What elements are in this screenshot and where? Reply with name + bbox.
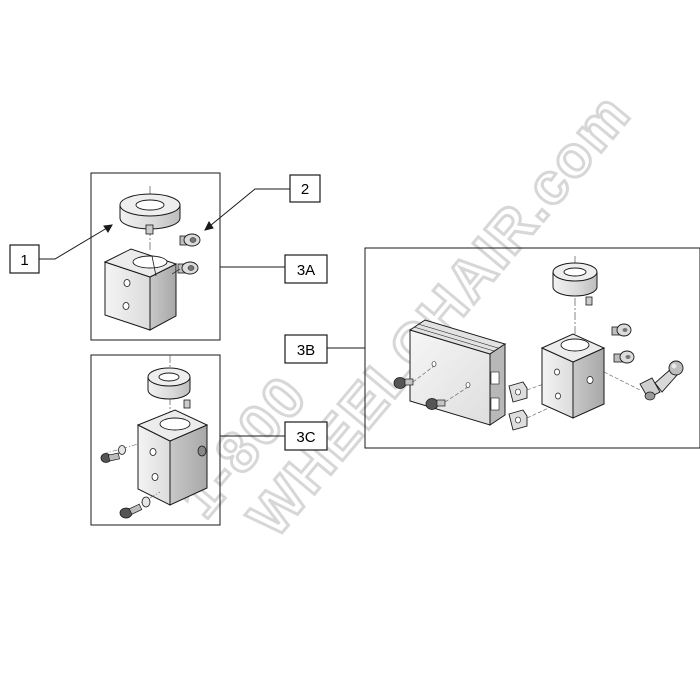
callout-2: 2: [289, 174, 321, 203]
set-screw-upper: [611, 323, 632, 337]
callout-3b-label: 3B: [297, 342, 315, 359]
clamp-lever: [603, 360, 684, 401]
leader-lines: [39, 188, 365, 437]
callout-3a: 3A: [284, 254, 328, 284]
clip-lower: [508, 404, 556, 431]
plate-screw-lower: [425, 386, 469, 410]
mount-block: [103, 248, 178, 331]
mount-block: [540, 333, 606, 419]
plate-screw-upper: [393, 365, 435, 389]
callout-1: 1: [9, 244, 40, 274]
watermark: 1-800 WHEELCHAIR.com: [164, 80, 644, 551]
shaft-collar: [552, 262, 598, 306]
callout-3c: 3C: [284, 421, 328, 451]
callout-3a-label: 3A: [297, 262, 315, 279]
callout-1-label: 1: [20, 252, 28, 269]
panel-3a: [90, 172, 221, 341]
set-screw-lower: [171, 261, 199, 275]
callout-3b: 3B: [284, 334, 328, 364]
callout-3c-label: 3C: [296, 429, 315, 446]
cap-screw-lower: [119, 491, 161, 519]
mounting-plate: [408, 319, 507, 426]
callout-2-label: 2: [301, 181, 309, 198]
shaft-collar: [119, 193, 181, 235]
panel-3b: [364, 247, 700, 449]
set-screw-lower: [613, 350, 635, 364]
panel-3c: [90, 354, 221, 526]
set-screw-upper: [179, 233, 201, 247]
watermark-line2: WHEELCHAIR.com: [236, 81, 643, 549]
shaft-collar: [147, 367, 191, 409]
cap-screw-upper: [100, 443, 139, 463]
mount-block: [136, 409, 209, 506]
